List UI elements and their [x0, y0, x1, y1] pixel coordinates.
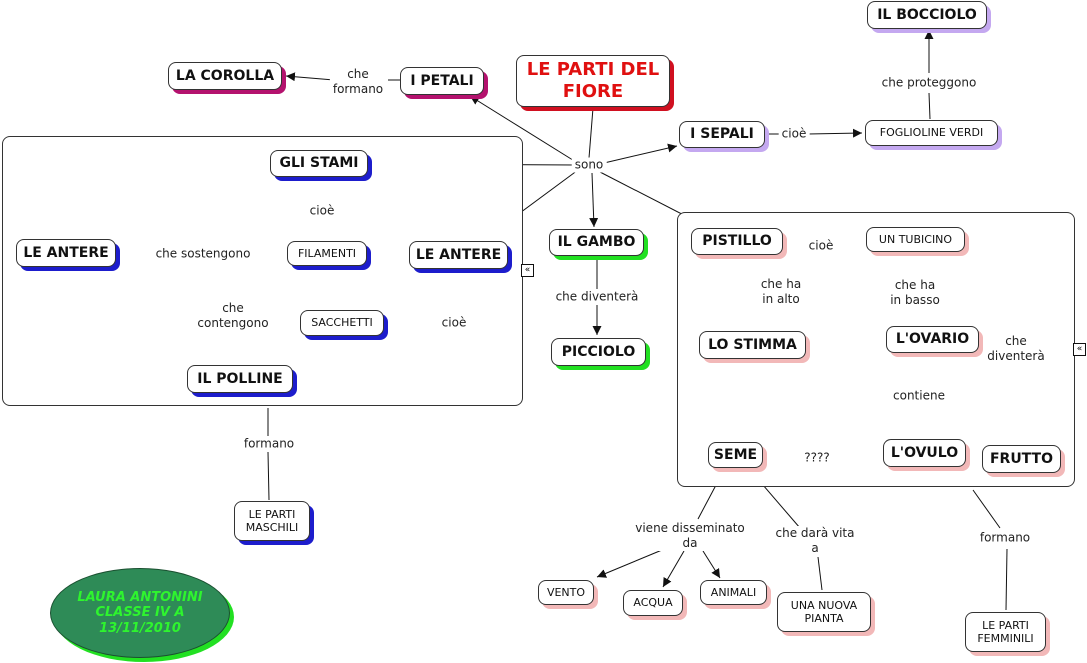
node-sacchetti[interactable]: SACCHETTI	[300, 310, 384, 336]
node-un-tubicino[interactable]: UN TUBICINO	[866, 227, 965, 252]
label-che-contengono: che contengono	[194, 301, 272, 331]
node-filamenti[interactable]: FILAMENTI	[287, 241, 367, 266]
link-viene-animali	[702, 550, 721, 579]
label-contiene: contiene	[890, 388, 948, 404]
male-parts-group	[2, 136, 523, 406]
node-la-corolla[interactable]: LA COROLLA	[168, 62, 282, 90]
node-le-antere-left[interactable]: LE ANTERE	[16, 239, 116, 267]
link-cioe-foglioline	[807, 128, 863, 138]
node-picciolo[interactable]: PICCIOLO	[551, 338, 646, 366]
node-acqua[interactable]: ACQUA	[623, 590, 683, 616]
label-question: ????	[801, 450, 833, 466]
label-viene-disseminato: viene disseminato da	[632, 521, 748, 551]
link-foglioline-che	[928, 92, 931, 120]
label-cioe-pistillo: cioè	[805, 238, 837, 254]
node-lo-stimma[interactable]: LO STIMMA	[699, 331, 806, 359]
link-dara-pianta	[817, 556, 823, 591]
node-foglioline-verdi[interactable]: FOGLIOLINE VERDI	[865, 120, 998, 146]
node-le-parti-femminili[interactable]: LE PARTI FEMMINILI	[965, 612, 1046, 652]
label-che-diventera-frutto: che diventerà	[984, 334, 1048, 364]
node-animali[interactable]: ANIMALI	[700, 580, 767, 605]
link-viene-acqua	[662, 550, 685, 588]
label-formano-maschili: formano	[240, 436, 298, 452]
label-che-ha-in-basso: che ha in basso	[887, 278, 943, 308]
node-le-antere-right[interactable]: LE ANTERE	[409, 241, 508, 269]
label-che-ha-in-alto: che ha in alto	[757, 277, 805, 307]
collapse-female-group-icon[interactable]: «	[1073, 343, 1086, 356]
node-una-nuova-pianta[interactable]: UNA NUOVA PIANTA	[777, 592, 871, 632]
label-cioe-stami: cioè	[306, 203, 338, 219]
node-i-sepali[interactable]: I SEPALI	[679, 121, 765, 148]
collapse-male-group-icon[interactable]: «	[521, 264, 534, 277]
label-che-dara-vita: che darà vita a	[772, 526, 858, 556]
link-title-sono	[588, 107, 594, 159]
label-formano-femminili: formano	[976, 530, 1034, 546]
label-che-diventera-gambo: che diventerà	[552, 289, 642, 305]
link-sono-gambo	[589, 172, 599, 228]
node-il-bocciolo[interactable]: IL BOCCIOLO	[867, 1, 987, 29]
node-i-petali[interactable]: I PETALI	[400, 67, 484, 95]
label-che-proteggono: che proteggono	[878, 75, 980, 91]
node-le-parti-maschili[interactable]: LE PARTI MASCHILI	[234, 501, 310, 541]
link-formano-femminili	[1005, 548, 1008, 611]
node-pistillo[interactable]: PISTILLO	[691, 228, 783, 255]
map-title[interactable]: LE PARTI DEL FIORE	[516, 55, 670, 107]
label-sono: sono	[571, 157, 607, 173]
author-badge: LAURA ANTONINI CLASSE IV A 13/11/2010	[50, 568, 230, 658]
label-che-sostengono: che sostengono	[152, 246, 254, 262]
node-l-ovario[interactable]: L'OVARIO	[886, 326, 979, 353]
node-seme[interactable]: SEME	[708, 442, 763, 468]
link-viene-vento	[596, 549, 663, 578]
link-formano-maschili	[267, 451, 270, 501]
link-che-corolla	[285, 72, 335, 82]
node-il-polline[interactable]: IL POLLINE	[187, 365, 293, 393]
node-il-gambo[interactable]: IL GAMBO	[549, 229, 644, 256]
link-sono-sepali	[603, 143, 678, 164]
node-l-ovulo[interactable]: L'OVULO	[883, 439, 966, 467]
label-che-formano: che formano	[329, 67, 387, 97]
link-group-formano-f	[972, 489, 1001, 529]
node-frutto[interactable]: FRUTTO	[982, 445, 1061, 473]
label-cioe-sepali: cioè	[778, 126, 810, 142]
node-gli-stami[interactable]: GLI STAMI	[270, 150, 368, 177]
node-vento[interactable]: VENTO	[538, 580, 594, 605]
label-cioe-antere: cioè	[438, 315, 470, 331]
link-sono-petali	[469, 95, 577, 163]
